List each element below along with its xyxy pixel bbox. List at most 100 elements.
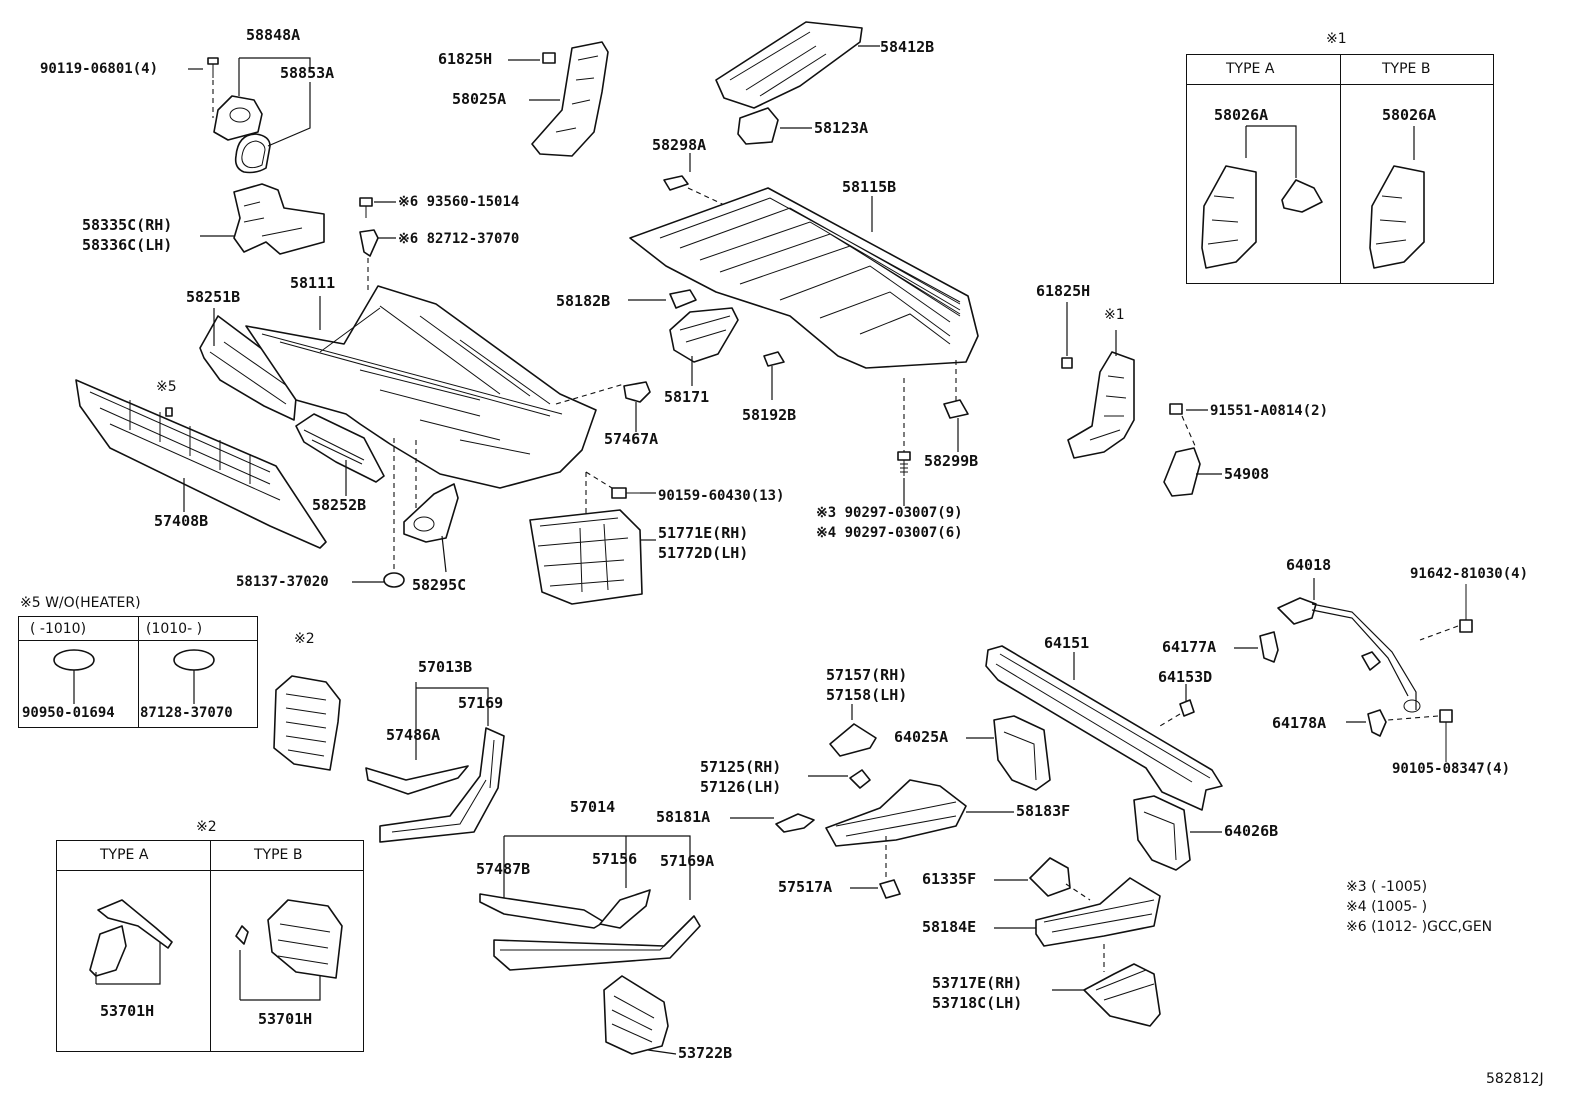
label-58115b: 58115B [842,178,897,196]
bolt-90119-shape [207,57,219,78]
label-58123a: 58123A [814,119,869,137]
label-90297-3: ※3 90297-03007(9) [816,505,963,521]
label-57169: 57169 [458,694,504,712]
part-57408b-shape [75,379,327,549]
label-53701h-b: 53701H [258,1010,313,1028]
part-57467a-shape [623,381,651,403]
label-51771e: 51771E(RH) [658,524,749,542]
label-57157: 57157(RH) [826,666,908,684]
part-58412b-shape [715,21,863,109]
label-82712: ※6 82712-37070 [398,231,520,247]
part-53701h-mid-shape [273,675,341,771]
label-57014: 57014 [570,798,616,816]
label-58335c: 58335C(RH) [82,216,173,234]
part-58025a-shape [531,41,609,157]
table-note2-divider [210,840,211,1052]
part-53717e-shape [1083,963,1161,1027]
part-51771e-shape [529,509,643,605]
part-58026a-right-shape [1067,351,1135,459]
label-53718c: 53718C(LH) [932,994,1023,1012]
label-58336c: 58336C(LH) [82,236,173,254]
table5-col1-header: ( -1010) [30,621,87,637]
part-54908-shape [1163,447,1201,497]
marker-note2-table: ※2 [196,819,217,835]
label-57486a: 57486A [386,726,441,744]
label-58137: 58137-37020 [236,574,329,590]
label-91551: 91551-A0814(2) [1210,403,1329,419]
label-58181a: 58181A [656,808,711,826]
label-58412b: 58412B [880,38,935,56]
label-58182b: 58182B [556,292,611,310]
part-58251b-shape [199,315,299,421]
label-64178a: 64178A [1272,714,1327,732]
table-note1-divider [1340,54,1341,284]
label-64018: 64018 [1286,556,1332,574]
label-57487b: 57487B [476,860,531,878]
label-58299b: 58299B [924,452,979,470]
part-58184e-shape [1035,877,1161,947]
part-58115b-shape [629,187,979,369]
table1-type-a-shape [1201,165,1323,269]
part-58853a-shape [234,133,271,174]
table5-part1: 90950-01694 [22,705,115,721]
table1-type-a-part: 58026A [1214,106,1269,124]
label-58025a: 58025A [452,90,507,108]
part-64025a-shape [993,715,1051,791]
label-58848a: 58848A [246,26,301,44]
table5-title: ※5 W/O(HEATER) [20,595,141,611]
label-51772d: 51772D(LH) [658,544,749,562]
label-58853a: 58853A [280,64,335,82]
table1-type-b-header: TYPE B [1382,61,1431,77]
marker-note2-part: ※2 [294,631,315,647]
label-64153d: 64153D [1158,668,1213,686]
marker-note5-part: ※5 [156,379,177,395]
label-64025a: 64025A [894,728,949,746]
part-58171-shape [669,307,739,363]
label-54908: 54908 [1224,465,1270,483]
label-57126: 57126(LH) [700,778,782,796]
label-58252b: 58252B [312,496,367,514]
part-58183f-shape [825,779,967,847]
part-58252b-shape [295,413,385,483]
label-58171: 58171 [664,388,710,406]
part-64026b-shape [1133,795,1191,871]
part-58848a-shape [213,95,263,141]
label-61825h-right: 61825H [1036,282,1091,300]
part-53722b-shape [603,975,669,1055]
label-57158: 57158(LH) [826,686,908,704]
table1-type-a-header: TYPE A [1226,61,1275,77]
part-57487b-shape [479,893,605,929]
label-53717e: 53717E(RH) [932,974,1023,992]
label-90105: 90105-08347(4) [1392,761,1511,777]
label-58251b: 58251B [186,288,241,306]
label-57467a: 57467A [604,430,659,448]
part-57156-shape [599,889,651,929]
label-61335f: 61335F [922,870,977,888]
part-57486a-shape [365,765,469,795]
label-53701h-a: 53701H [100,1002,155,1020]
bolt-90297-shape [897,451,911,476]
table5-col2-header: (1010- ) [146,621,203,637]
label-58183f: 58183F [1016,802,1071,820]
label-58192b: 58192B [742,406,797,424]
table2-type-a-header: TYPE A [100,847,149,863]
table-note5-divider [138,616,139,728]
label-91642: 91642-81030(4) [1410,566,1529,582]
label-90297-4: ※4 90297-03007(6) [816,525,963,541]
label-64151: 64151 [1044,634,1090,652]
table2-type-b-shape [235,899,343,979]
label-90159: 90159-60430(13) [658,488,785,504]
label-57156: 57156 [592,850,638,868]
marker-note1-part: ※1 [1104,307,1125,323]
label-61825h-top: 61825H [438,50,493,68]
table1-type-b-shape [1369,165,1425,269]
part-64018-shape [1277,597,1421,713]
part-64151-shape [985,645,1223,811]
table1-type-b-part: 58026A [1382,106,1437,124]
label-93560: ※6 93560-15014 [398,194,520,210]
part-58111-shape [245,285,597,489]
table2-type-b-header: TYPE B [254,847,303,863]
label-57408b: 57408B [154,512,209,530]
